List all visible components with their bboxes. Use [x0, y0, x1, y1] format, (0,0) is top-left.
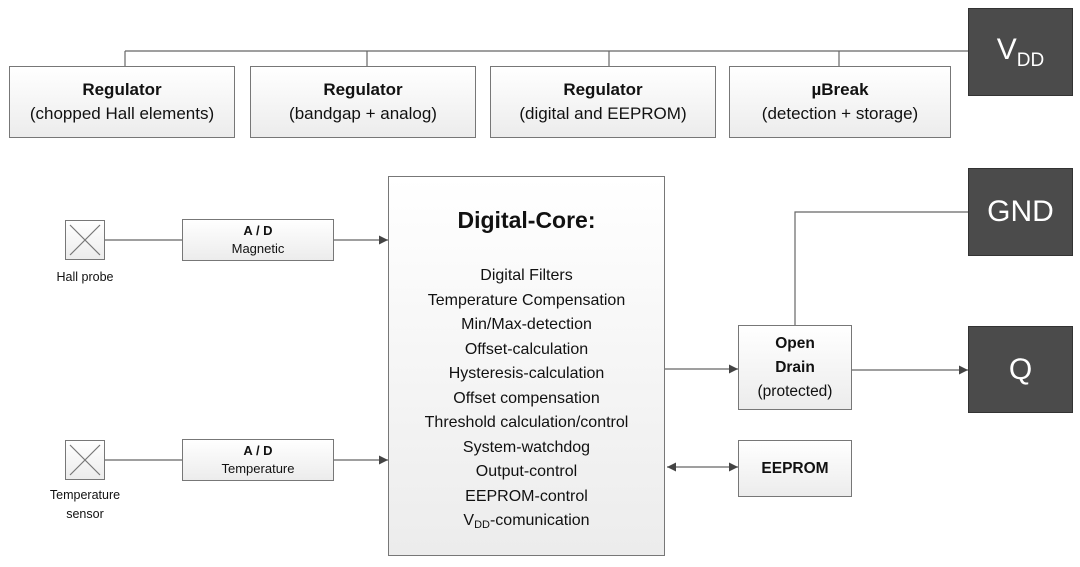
regulator-hall: Regulator (chopped Hall elements)	[9, 66, 235, 138]
regulator-subtitle: (digital and EEPROM)	[519, 104, 687, 123]
vdd-sub: DD	[1016, 49, 1045, 71]
regulator-title: Regulator	[82, 80, 162, 99]
adc-magnetic: A / D Magnetic	[182, 219, 334, 261]
vdd-item-main: V	[463, 512, 475, 529]
open-drain-line2: Drain	[775, 358, 815, 376]
core-function-item: Offset compensation	[453, 389, 600, 407]
open-drain-protected: (protected)	[757, 382, 833, 400]
regulator-digital: Regulator (digital and EEPROM)	[490, 66, 716, 138]
eeprom-label: EEPROM	[761, 459, 829, 477]
q-pin: Q	[968, 326, 1073, 413]
temperature-sensor-label-line1: Temperature	[49, 488, 121, 502]
hall-probe-icon	[65, 220, 105, 260]
core-function-vdd-communication: VDD-comunication	[463, 509, 589, 538]
regulator-subtitle: (chopped Hall elements)	[29, 104, 215, 123]
core-function-item: Offset-calculation	[464, 340, 589, 358]
temperature-sensor-label-line2: sensor	[66, 507, 104, 521]
gnd-pin-label: GND	[987, 195, 1054, 228]
adc-magnetic-title: A / D	[243, 223, 273, 238]
core-function-item: Hysteresis-calculation	[448, 365, 605, 382]
temperature-sensor-label: Temperature sensor	[30, 486, 140, 524]
adc-temperature-title: A / D	[243, 443, 273, 458]
q-pin-label: Q	[1008, 352, 1033, 386]
adc-temperature-subtitle: Temperature	[221, 461, 295, 476]
core-function-item: Min/Max-detection	[461, 316, 592, 333]
ubreak-title: µBreak	[811, 80, 869, 99]
eeprom-block: EEPROM	[738, 440, 852, 497]
temperature-sensor-icon	[65, 440, 105, 480]
adc-temperature: A / D Temperature	[182, 439, 334, 481]
core-function-item: Threshold calculation/control	[424, 414, 629, 431]
vdd-item-sub: DD	[474, 519, 490, 531]
digital-core: Digital-Core: Digital Filters Temperatur…	[388, 176, 665, 556]
hall-probe-label: Hall probe	[56, 270, 114, 284]
open-drain-line1: Open	[775, 334, 815, 352]
wire-opendrain-to-gnd	[794, 211, 968, 325]
core-function-item: Digital Filters	[480, 267, 573, 284]
core-function-item: Output-control	[475, 463, 578, 480]
ubreak-subtitle: (detection + storage)	[761, 104, 919, 123]
vdd-pin-label: VDD	[997, 33, 1044, 72]
regulator-subtitle: (bandgap + analog)	[289, 104, 437, 123]
core-function-item: EEPROM-control	[465, 487, 588, 505]
core-function-item: Temperature Compensation	[427, 291, 626, 309]
open-drain-block: Open Drain (protected)	[738, 325, 852, 410]
vdd-item-rest: -comunication	[489, 512, 590, 529]
gnd-pin: GND	[968, 168, 1073, 256]
vdd-main: V	[996, 32, 1017, 66]
regulator-title: Regulator	[323, 80, 403, 99]
digital-core-title: Digital-Core:	[457, 207, 596, 233]
ubreak-block: µBreak (detection + storage)	[729, 66, 951, 138]
vdd-pin: VDD	[968, 8, 1073, 96]
adc-magnetic-subtitle: Magnetic	[231, 241, 285, 256]
regulator-bandgap: Regulator (bandgap + analog)	[250, 66, 476, 138]
core-function-item: System-watchdog	[462, 438, 591, 456]
regulator-title: Regulator	[563, 80, 643, 99]
